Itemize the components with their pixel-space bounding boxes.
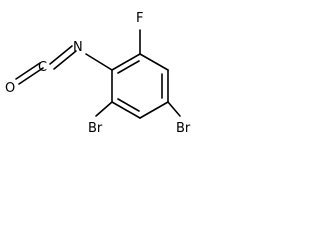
bond-nitrogen-carbon-b (53, 50, 77, 70)
bond-carbon-oxygen-a (15, 62, 41, 80)
ring-bond-c1-c2 (111, 53, 141, 71)
ring-bond-c4-c5 (139, 101, 169, 119)
bond-ring-to-bromine-left (95, 101, 113, 117)
ring-bond-c2-c3 (139, 53, 169, 71)
atom-oxygen: O (5, 81, 15, 96)
atom-bromine-right: Br (176, 121, 191, 136)
ring-double-bond-inner-3 (117, 98, 140, 112)
atom-carbon: C (38, 60, 47, 75)
bond-ring-to-nitrogen (85, 53, 113, 71)
structure-diagram: F N C O Br Br (0, 0, 228, 138)
bond-ring-to-bromine-right (167, 101, 181, 117)
bond-carbon-oxygen-b (18, 67, 44, 85)
atom-nitrogen: N (73, 40, 83, 55)
bond-nitrogen-carbon-a (49, 45, 73, 65)
molecule-drawing: F N C O Br Br (5, 11, 191, 136)
ring-bond-c5-c6 (111, 101, 141, 119)
atom-bromine-left: Br (88, 121, 103, 136)
ring-double-bond-inner-1 (117, 60, 140, 74)
atom-fluorine: F (136, 11, 143, 26)
